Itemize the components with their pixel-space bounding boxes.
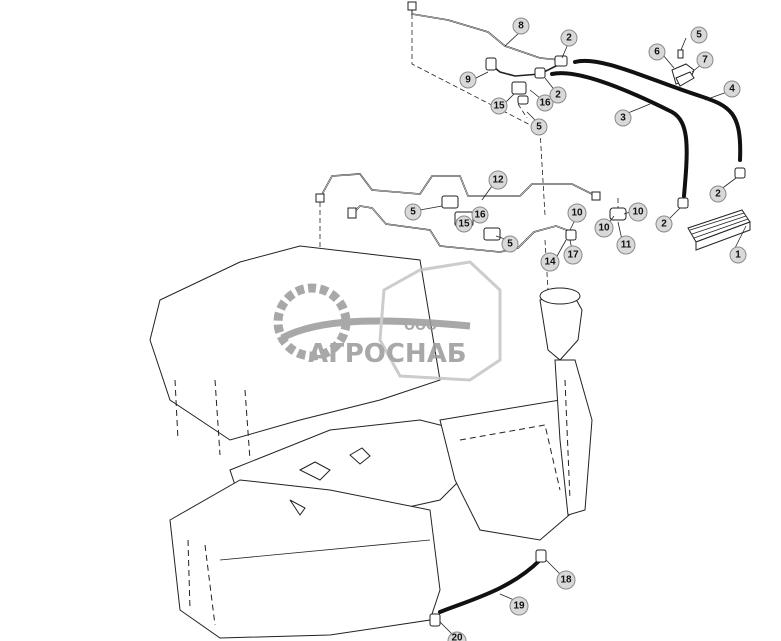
callout-2: 2	[549, 86, 567, 104]
svg-text:9: 9	[465, 75, 471, 86]
svg-text:10: 10	[598, 223, 610, 234]
callout-6: 6	[648, 43, 666, 61]
callout-18: 18	[556, 570, 576, 590]
callout-16: 16	[471, 206, 489, 224]
upper-tube-assembly	[407, 1, 568, 131]
callout-10: 10	[567, 203, 587, 223]
svg-text:2: 2	[715, 189, 721, 200]
svg-text:18: 18	[560, 575, 572, 586]
callout-2: 2	[709, 185, 727, 203]
oil-cooler	[687, 209, 751, 251]
callout-19: 19	[509, 596, 529, 616]
svg-text:15: 15	[458, 219, 470, 230]
watermark-small-text: ООО	[404, 319, 437, 334]
svg-text:14: 14	[544, 257, 556, 268]
svg-text:5: 5	[536, 122, 542, 133]
hose-assembly	[550, 58, 746, 209]
svg-text:5: 5	[410, 207, 416, 218]
tractor-body	[149, 245, 593, 639]
callout-5: 5	[501, 235, 519, 253]
callout-15: 15	[490, 97, 508, 115]
svg-text:4: 4	[729, 84, 735, 95]
svg-text:5: 5	[507, 239, 513, 250]
callout-10: 10	[628, 202, 648, 222]
svg-text:16: 16	[539, 98, 551, 109]
svg-text:1: 1	[735, 250, 741, 261]
svg-text:16: 16	[474, 210, 486, 221]
svg-text:8: 8	[518, 21, 524, 32]
callout-20: 20	[447, 631, 467, 641]
callout-17: 17	[563, 245, 583, 265]
svg-text:3: 3	[620, 113, 626, 124]
callout-15: 15	[455, 215, 473, 233]
callout-3: 3	[614, 109, 632, 127]
callout-7: 7	[696, 51, 714, 69]
svg-text:17: 17	[567, 250, 579, 261]
svg-text:2: 2	[555, 90, 561, 101]
callout-2: 2	[655, 215, 673, 233]
svg-text:2: 2	[566, 33, 572, 44]
callout-11: 11	[616, 235, 636, 255]
leader-lines	[419, 31, 747, 637]
callout-8: 8	[512, 17, 530, 35]
watermark-brand-text: АГРОСНАБ	[308, 339, 467, 369]
callout-5: 5	[530, 118, 548, 136]
svg-text:15: 15	[493, 101, 505, 112]
callout-10: 10	[594, 218, 614, 238]
callout-16: 16	[536, 94, 554, 112]
svg-text:5: 5	[696, 30, 702, 41]
svg-text:12: 12	[492, 175, 504, 186]
svg-text:2: 2	[661, 219, 667, 230]
callout-5: 5	[404, 203, 422, 221]
svg-text:20: 20	[451, 633, 463, 641]
callout-5: 5	[690, 26, 708, 44]
drain-hose	[429, 549, 547, 627]
svg-text:6: 6	[654, 47, 660, 58]
callout-9: 9	[459, 71, 477, 89]
callout-2: 2	[560, 29, 578, 47]
callout-1: 1	[729, 246, 747, 264]
callout-12: 12	[488, 170, 508, 190]
svg-text:11: 11	[621, 240, 632, 251]
callout-14: 14	[540, 252, 560, 272]
svg-text:19: 19	[513, 601, 525, 612]
svg-text:10: 10	[632, 207, 644, 218]
callout-4: 4	[723, 80, 741, 98]
svg-text:7: 7	[702, 55, 708, 66]
watermark-logo: ООО АГРОСНАБ	[273, 260, 502, 382]
svg-text:10: 10	[571, 208, 583, 219]
bracket-parts	[671, 49, 695, 87]
